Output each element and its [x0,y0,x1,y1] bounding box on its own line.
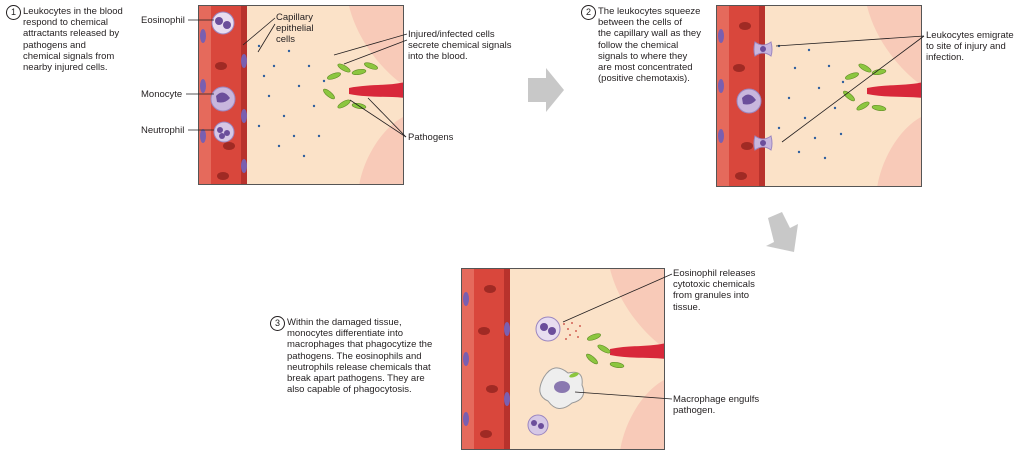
gray-block-arrow-right [528,68,564,112]
step3-number: 3 [270,316,285,331]
step2-number: 2 [581,5,596,20]
squeezing-leukocyte-top [753,41,773,57]
label-capillary-epithelial-cells: Capillary epithelial cells [276,12,314,46]
tissue-illustration-step2 [717,6,921,186]
step1-number: 1 [6,5,21,20]
neutrophil-cell [213,121,235,143]
squeezing-leukocyte-bottom [753,135,773,151]
step3-description: Within the damaged tissue, monocytes dif… [287,317,433,396]
eosinophil-tissue-cell [535,316,561,342]
tissue-illustration-step3 [462,269,664,449]
step1-description: Leukocytes in the blood respond to chemi… [23,6,123,74]
label-eosinophil: Eosinophil [141,15,185,26]
label-eosinophil-releases: Eosinophil releases cytotoxic chemicals … [673,268,756,313]
label-macrophage-engulfs: Macrophage engulfs pathogen. [673,394,760,417]
eosinophil-cell [211,11,235,35]
neutrophil-tissue-cell [527,414,549,436]
label-neutrophil: Neutrophil [141,125,185,136]
panel-step2 [716,5,922,187]
panel-step3 [461,268,665,450]
label-injured-cells: Injured/infected cells secrete chemical … [408,29,512,63]
gray-block-arrow-down [766,212,798,252]
label-pathogens: Pathogens [408,132,454,143]
label-monocyte: Monocyte [141,89,183,100]
step2-description: The leukocytes squeeze between the cells… [598,6,701,85]
label-leukocytes-emigrate: Leukocytes emigrate to site of injury an… [926,30,1014,64]
